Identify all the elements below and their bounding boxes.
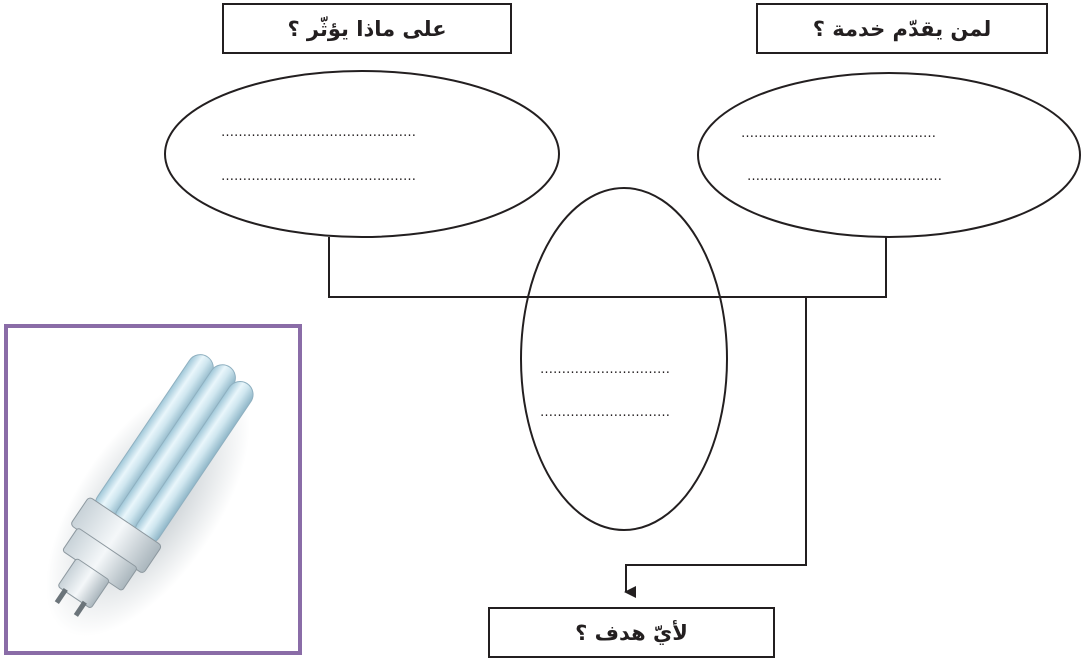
question-influence-text: على ماذا يؤثّر ؟	[287, 16, 447, 41]
question-box-service: لمن يقدّم خدمة ؟	[756, 3, 1048, 54]
question-service-text: لمن يقدّم خدمة ؟	[812, 16, 992, 41]
connector-left	[328, 237, 600, 298]
blank-line-center-1[interactable]: …………………………	[540, 362, 670, 377]
connector-down-arrow	[624, 297, 807, 598]
lamp-photo-frame	[4, 324, 302, 655]
center-ellipse	[520, 187, 728, 531]
connector-right	[600, 237, 887, 298]
blank-line-service-2[interactable]: ………………………………………	[747, 169, 942, 184]
blank-line-influence-2[interactable]: ………………………………………	[221, 169, 416, 184]
blank-line-service-1[interactable]: ………………………………………	[741, 126, 936, 141]
answer-ellipse-influence	[164, 70, 560, 238]
answer-ellipse-service	[697, 72, 1081, 238]
question-purpose-text: لأيّ هدف ؟	[575, 620, 688, 645]
blank-line-center-2[interactable]: …………………………	[540, 405, 670, 420]
question-box-purpose: لأيّ هدف ؟	[488, 607, 775, 658]
blank-line-influence-1[interactable]: ………………………………………	[221, 125, 416, 140]
question-box-influence: على ماذا يؤثّر ؟	[222, 3, 512, 54]
connector-lines	[328, 237, 887, 598]
cfl-lamp-image	[45, 354, 254, 637]
